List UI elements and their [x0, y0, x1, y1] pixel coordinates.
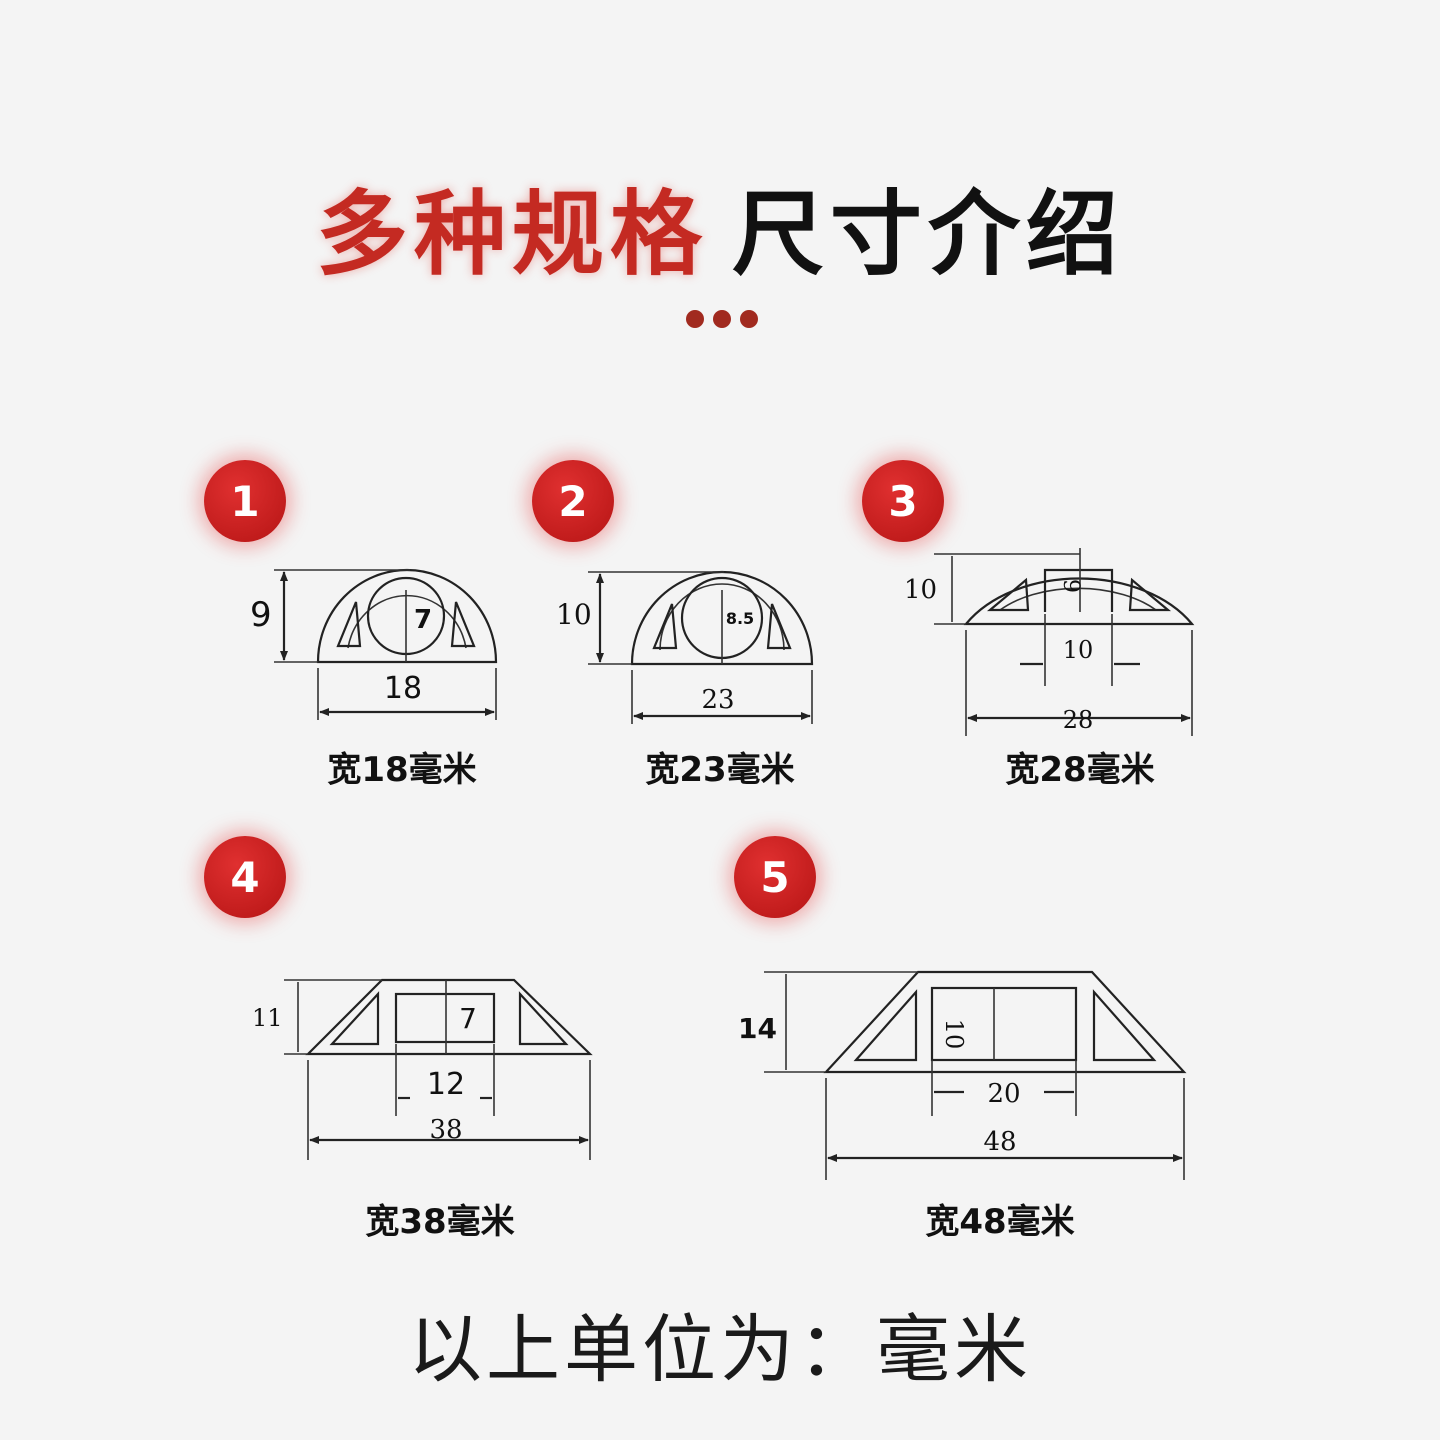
spec-2-caption: 宽23毫米 [645, 750, 795, 790]
spec-1-height-label: 9 [250, 595, 272, 635]
spec-4-badge: 4 [204, 836, 286, 918]
spec-1-outer-profile [316, 568, 498, 664]
spec-1-diagram: 9 7 18 [250, 568, 498, 720]
spec-1-inner-label: 7 [414, 605, 432, 635]
spec-4-width-label: 38 [429, 1115, 462, 1145]
spec-5-height-label: 14 [738, 1012, 777, 1045]
title-red-part: 多种规格 [315, 181, 708, 288]
spec-4-right-channel [518, 991, 569, 1046]
spec-1-caption: 宽18毫米 [327, 750, 477, 790]
dot-icon [713, 310, 731, 328]
spec-3-inner-height-label: 9 [1058, 579, 1083, 593]
spec-3-caption: 宽28毫米 [1005, 750, 1155, 790]
spec-3-inner-width-label: 10 [1063, 636, 1094, 664]
spec-5-inner-width-label: 20 [987, 1079, 1020, 1109]
spec-4-left-channel [329, 991, 380, 1046]
spec-5-center-channel [930, 986, 1078, 1062]
spec-4-diagram: 11 7 12 38 [252, 978, 593, 1160]
spec-5-width-label: 48 [983, 1127, 1016, 1157]
spec-1-badge: 1 [204, 460, 286, 542]
spec-1-width-label: 18 [384, 671, 422, 706]
spec-3-width-label: 28 [1063, 706, 1094, 734]
spec-3-outer-profile [963, 577, 1195, 626]
dot-icon [740, 310, 758, 328]
spec-2-outer-profile [630, 570, 814, 666]
spec-1-left-channel [336, 601, 362, 648]
spec-4-outer-profile [305, 978, 593, 1056]
spec-2-width-label: 23 [701, 685, 734, 715]
spec-3-left-channel [986, 577, 1030, 612]
spec-5-diagram: 14 10 20 48 [738, 970, 1187, 1180]
spec-4-center-channel [394, 992, 496, 1044]
spec-4-height-label: 11 [252, 1004, 283, 1032]
unit-note: 以上单位为：毫米 [408, 1307, 1032, 1393]
spec-4-inner-width-label: 12 [427, 1067, 465, 1102]
spec-5-inner-height-label: 10 [940, 1019, 968, 1050]
spec-3-badge: 3 [862, 460, 944, 542]
spec-2-right-channel [766, 603, 792, 650]
spec-2-height-label: 10 [556, 598, 592, 631]
spec-1-right-channel [450, 601, 476, 648]
spec-3-right-channel [1128, 577, 1172, 612]
spec-5-caption: 宽48毫米 [925, 1202, 1075, 1242]
spec-3-height-label: 10 [904, 575, 937, 605]
dot-icon [686, 310, 704, 328]
title-black-part: 尺寸介绍 [732, 181, 1125, 288]
spec-2-left-channel [652, 603, 678, 650]
spec-2-inner-label: 8.5 [726, 609, 754, 628]
spec-2-badge: 2 [532, 460, 614, 542]
spec-3-diagram: 10 9 10 28 [904, 548, 1195, 736]
spec-2-diagram: 10 8.5 23 [556, 570, 814, 724]
decorative-dots [686, 310, 758, 330]
spec-3-center-channel [1043, 568, 1114, 612]
spec-4-inner-height-label: 7 [459, 1002, 477, 1035]
spec-5-badge: 5 [734, 836, 816, 918]
spec-5-right-channel [1092, 989, 1157, 1062]
spec-5-left-channel [853, 989, 918, 1062]
spec-4-caption: 宽38毫米 [365, 1202, 515, 1242]
page-title: 多种规格尺寸介绍 [0, 160, 1440, 293]
spec-5-outer-profile [823, 970, 1187, 1074]
